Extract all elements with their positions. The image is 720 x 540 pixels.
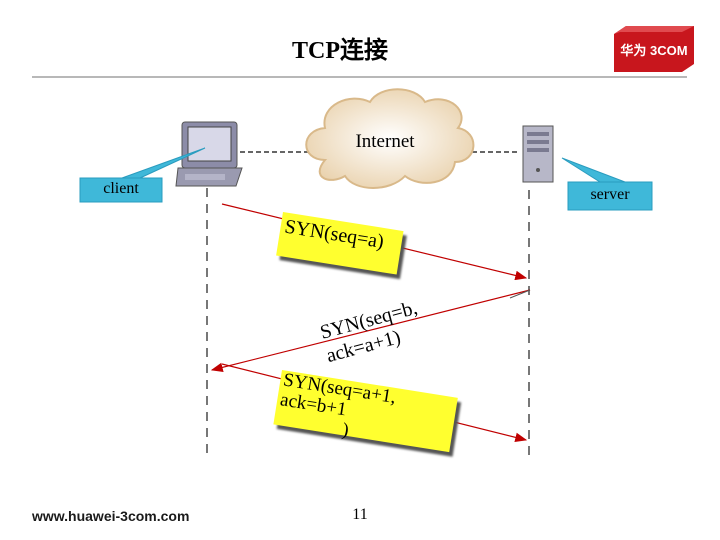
syn-ack-tick xyxy=(509,289,531,299)
logo-text: 华为 3COM xyxy=(620,43,688,58)
server-icon xyxy=(522,125,554,183)
syn-ack-arrow xyxy=(210,289,531,373)
title-divider xyxy=(32,76,687,78)
client-computer-icon xyxy=(175,121,243,187)
logo-shape xyxy=(614,26,694,72)
huawei-3com-logo: 华为 3COM xyxy=(614,26,694,72)
internet-label: Internet xyxy=(355,131,415,152)
slide-title: TCP连接 xyxy=(292,38,388,64)
client-label: client xyxy=(103,180,139,197)
page-number: 11 xyxy=(352,506,368,523)
server-callout xyxy=(567,181,653,211)
internet-cloud-icon xyxy=(305,88,475,189)
footer-url: www.huawei-3com.com xyxy=(32,508,190,524)
server-callout-tail xyxy=(561,157,626,183)
server-label: server xyxy=(590,186,630,203)
